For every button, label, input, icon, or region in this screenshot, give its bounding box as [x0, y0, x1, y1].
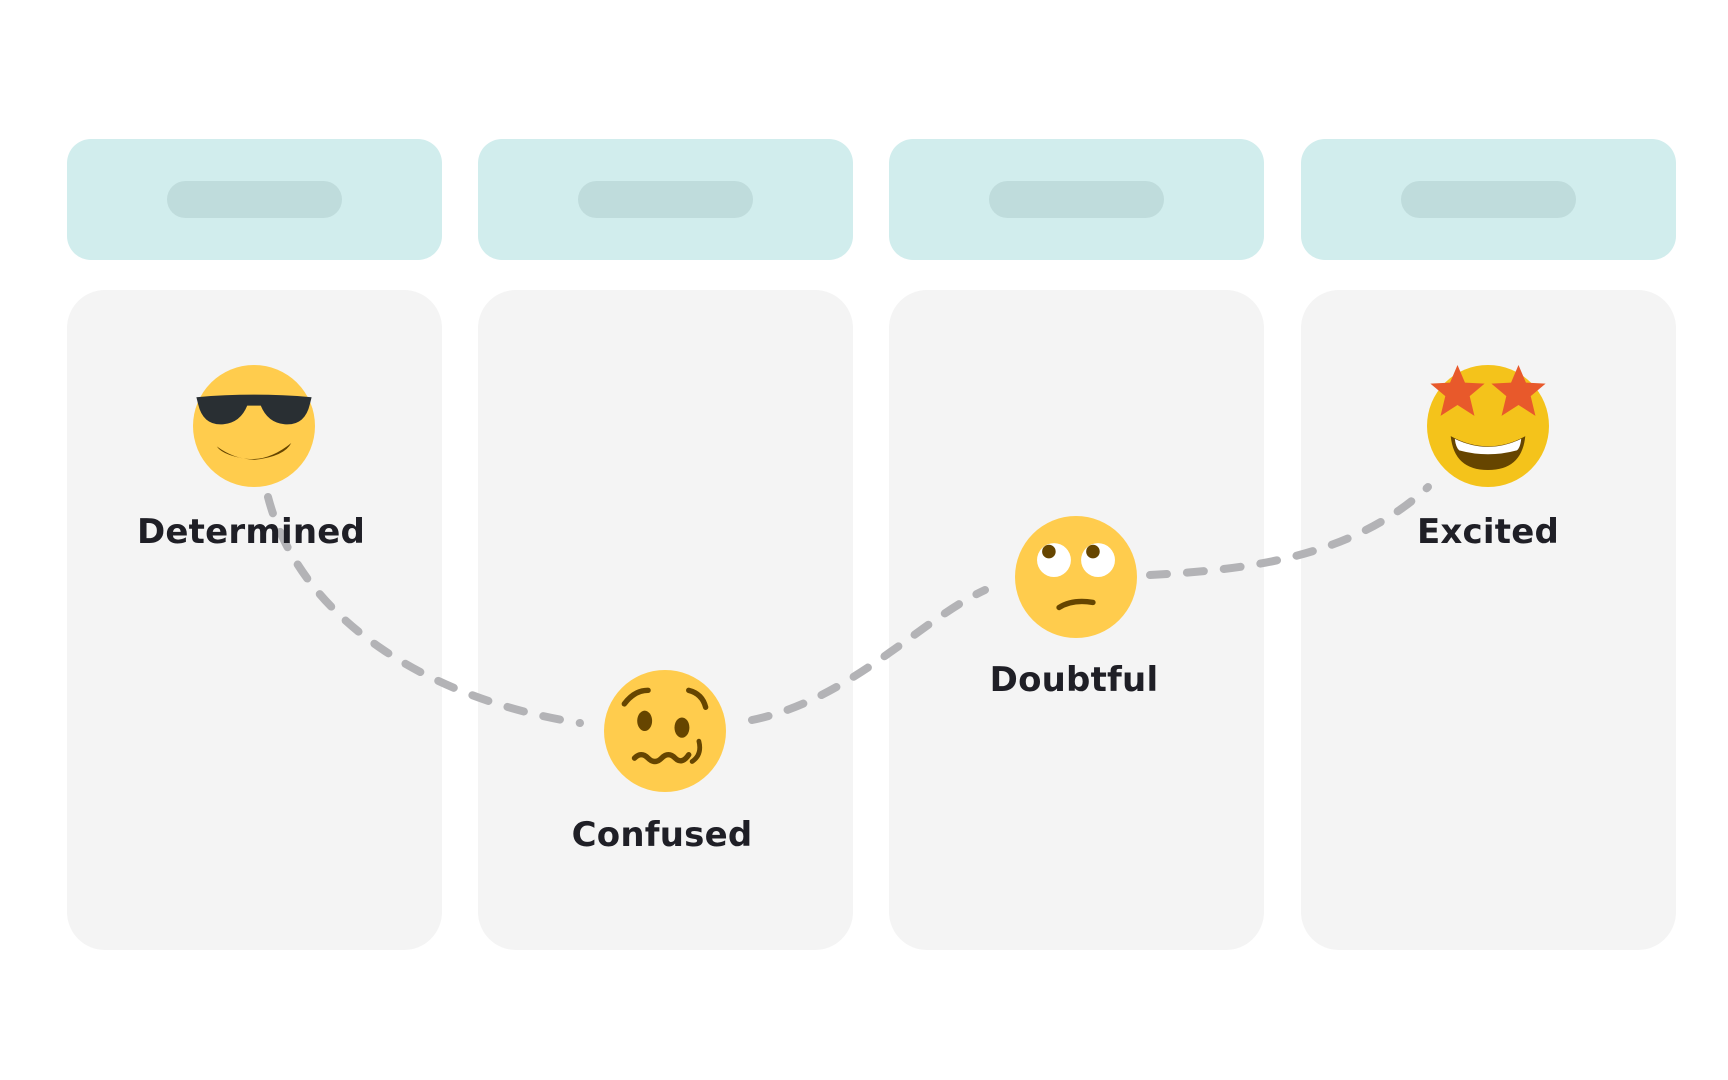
face-with-rolling-eyes-icon	[1015, 516, 1137, 638]
path-segment-3	[1146, 483, 1432, 579]
stage-label-excited: Excited	[1416, 512, 1559, 552]
stage-label-doubtful: Doubtful	[989, 660, 1159, 700]
column-body-2	[478, 290, 853, 950]
header-placeholder-1	[167, 181, 342, 218]
path-segment-1	[264, 493, 584, 727]
stage-label-determined: Determined	[136, 512, 366, 552]
column-header-1	[67, 139, 442, 260]
star-struck-icon	[1427, 365, 1549, 487]
column-header-4	[1301, 139, 1676, 260]
woozy-face-icon	[604, 670, 726, 792]
header-placeholder-2	[578, 181, 753, 218]
column-header-2	[478, 139, 853, 260]
path-segment-2	[748, 586, 989, 724]
header-placeholder-4	[1401, 181, 1576, 218]
column-header-3	[889, 139, 1264, 260]
header-placeholder-3	[989, 181, 1164, 218]
stage-label-confused: Confused	[571, 815, 753, 855]
smiling-face-with-sunglasses-icon	[193, 365, 315, 487]
